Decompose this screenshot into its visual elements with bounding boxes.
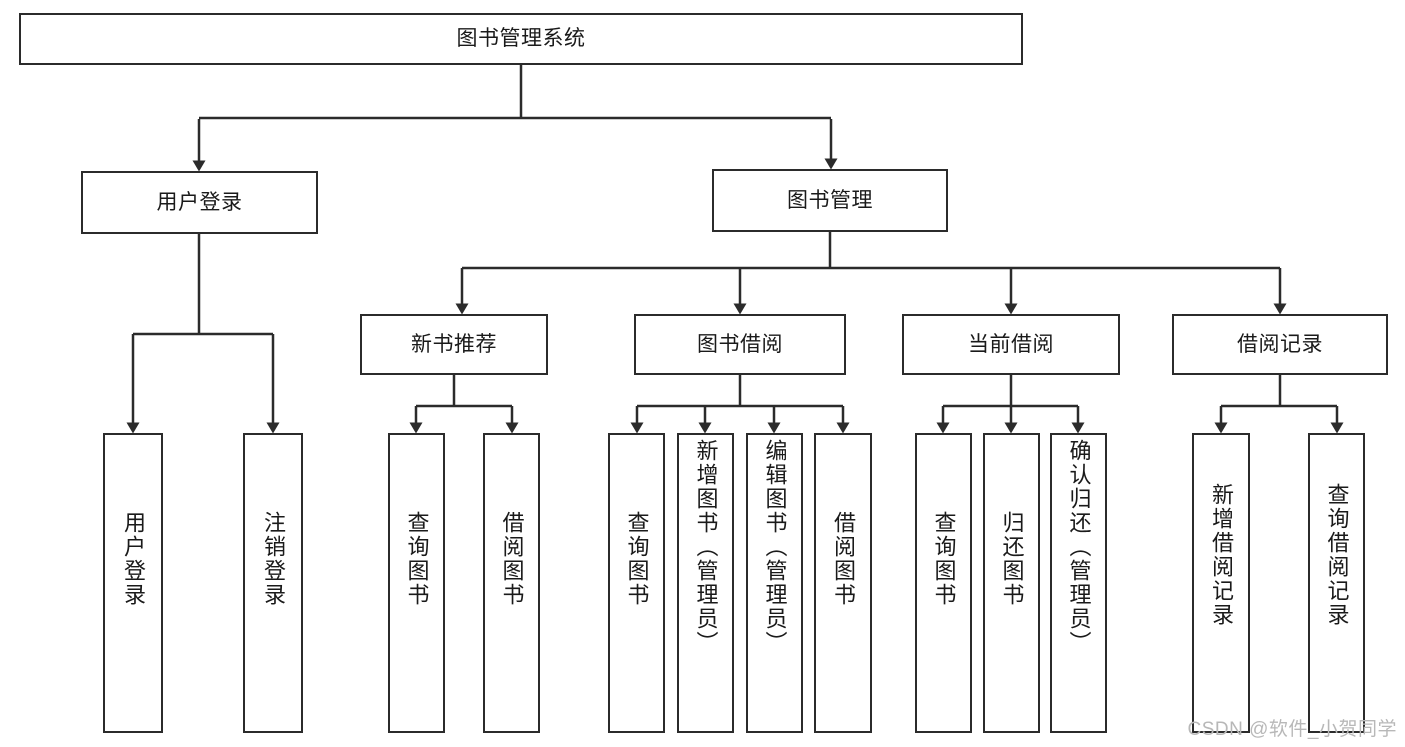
leaf-node-label: 查询借阅记录 [1324,483,1350,627]
node-root-label: 图书管理系统 [456,27,586,51]
leaf-node[interactable]: 借阅图书 [814,433,872,733]
node-book-borrow-label: 图书借阅 [697,332,783,356]
node-borrow-record[interactable]: 借阅记录 [1172,314,1388,375]
leaf-node-label: 查询图书 [931,511,957,607]
leaf-node[interactable]: 注销登录 [243,433,303,733]
leaf-node[interactable]: 归还图书 [983,433,1040,733]
node-book-borrow[interactable]: 图书借阅 [634,314,846,375]
leaf-node-label: 用户登录 [121,511,146,607]
leaf-node-label: 借阅图书 [831,511,856,607]
leaf-node-label: 新增图书（管理员） [693,439,719,655]
leaf-node[interactable]: 新增图书（管理员） [677,433,734,733]
leaf-node[interactable]: 查询图书 [608,433,665,733]
leaf-node[interactable]: 查询图书 [388,433,445,733]
leaf-node[interactable]: 用户登录 [103,433,163,733]
leaf-node-label: 新增借阅记录 [1209,483,1234,627]
leaf-node-label: 查询图书 [404,511,430,607]
leaf-node[interactable]: 编辑图书（管理员） [746,433,803,733]
node-root[interactable]: 图书管理系统 [19,13,1023,65]
leaf-node[interactable]: 查询借阅记录 [1308,433,1365,733]
leaf-node[interactable]: 新增借阅记录 [1192,433,1250,733]
node-new-book-recommend[interactable]: 新书推荐 [360,314,548,375]
node-book-management[interactable]: 图书管理 [712,169,948,232]
node-borrow-record-label: 借阅记录 [1237,332,1323,356]
leaf-node[interactable]: 查询图书 [915,433,972,733]
leaf-node-label: 确认归还（管理员） [1066,439,1092,655]
node-user-login-label: 用户登录 [156,190,243,214]
leaf-node-label: 编辑图书（管理员） [762,439,788,655]
node-current-borrow-label: 当前借阅 [968,332,1054,356]
node-new-book-recommend-label: 新书推荐 [411,332,497,356]
leaf-node-label: 注销登录 [261,511,286,607]
leaf-node-label: 查询图书 [624,511,650,607]
node-current-borrow[interactable]: 当前借阅 [902,314,1120,375]
node-user-login[interactable]: 用户登录 [81,171,318,234]
watermark-text: CSDN @软件_小贺同学 [1187,719,1397,740]
leaf-node-label: 借阅图书 [499,511,525,607]
leaf-node-label: 归还图书 [999,511,1025,607]
leaf-node[interactable]: 借阅图书 [483,433,540,733]
leaf-node[interactable]: 确认归还（管理员） [1050,433,1107,733]
node-book-management-label: 图书管理 [787,188,873,212]
